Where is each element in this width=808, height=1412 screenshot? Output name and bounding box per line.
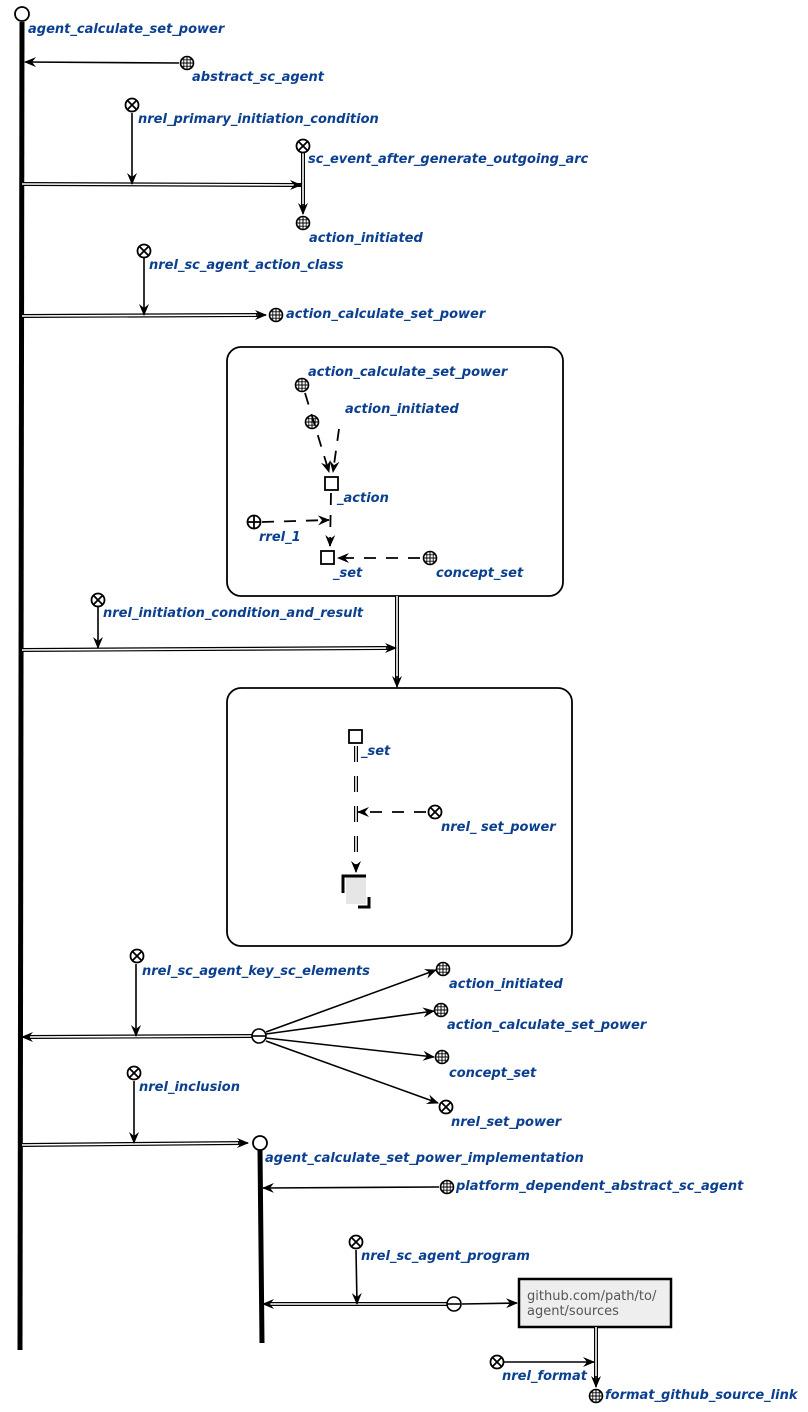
arc-program-link: [461, 1298, 518, 1309]
condition-result-rel-node[interactable]: [90, 592, 106, 608]
struct1-concept-set-node[interactable]: [422, 550, 438, 566]
struct1-set-var[interactable]: [320, 550, 335, 565]
arc-key-element-3: [265, 1037, 435, 1061]
arc-key-element-4: [265, 1040, 439, 1104]
arc-key-element-1: [265, 969, 437, 1033]
source-link-line-1: github.com/path/to/: [527, 1289, 657, 1304]
struct2-set-power-rel-label: nrel_ set_power: [441, 820, 557, 835]
agent-program-rel-node[interactable]: [348, 1234, 364, 1250]
arc-agent-program-rel: [351, 1249, 362, 1305]
primary-condition-rel-node[interactable]: [124, 97, 140, 113]
struct1-set-var-label: _set: [332, 566, 363, 581]
struct1-arc-action-set: [325, 492, 336, 547]
main-agent-bus: [17, 21, 25, 1351]
struct1-action-class-node[interactable]: [294, 377, 310, 393]
struct1-arc-initiated-action: [329, 428, 340, 473]
format-class-node[interactable]: [588, 1388, 604, 1404]
action-class-label: action_calculate_set_power: [286, 307, 487, 322]
key-elements-tuple[interactable]: [251, 1028, 267, 1044]
abstract-class-label: abstract_sc_agent: [192, 70, 325, 85]
key-element-3-label: concept_set: [449, 1066, 537, 1081]
platform-class-label: platform_dependent_abstract_sc_agent: [455, 1179, 744, 1194]
source-link-line-2: agent/sources: [527, 1304, 619, 1319]
inclusion-rel-node[interactable]: [126, 1065, 142, 1081]
platform-class-node[interactable]: [439, 1179, 455, 1195]
agent-program-rel-label: nrel_sc_agent_program: [361, 1249, 530, 1264]
struct1-arc-rrel: [261, 515, 330, 526]
result-structure[interactable]: [226, 687, 573, 947]
action-initiated-node[interactable]: [295, 215, 311, 231]
action-initiated-label: action_initiated: [309, 231, 423, 246]
key-elements-rel-node[interactable]: [129, 948, 145, 964]
action-class-rel-node[interactable]: [136, 243, 152, 259]
source-link-node[interactable]: [517, 1277, 673, 1329]
struct1-action-initiated-label: action_initiated: [345, 402, 459, 417]
struct1-action-var[interactable]: [324, 476, 339, 491]
struct1-arc-class-action: [304, 392, 331, 473]
action-class-node[interactable]: [268, 307, 284, 323]
key-elements-rel-label: nrel_sc_agent_key_sc_elements: [142, 964, 370, 979]
format-rel-node[interactable]: [489, 1354, 505, 1370]
struct2-set-var[interactable]: [348, 729, 363, 744]
implementation-bus: [257, 1149, 265, 1344]
arc-abstract: [24, 57, 180, 68]
primary-condition-rel-label: nrel_primary_initiation_condition: [138, 112, 379, 127]
implementation-node[interactable]: [252, 1135, 268, 1151]
inclusion-rel-label: nrel_inclusion: [139, 1080, 240, 1095]
implementation-label: agent_calculate_set_power_implementation: [265, 1151, 584, 1166]
arc-platform-class: [262, 1182, 440, 1193]
event-class-label: sc_event_after_generate_outgoing_arc: [308, 152, 589, 167]
struct2-power-var[interactable]: [346, 876, 366, 904]
main-agent-node[interactable]: [14, 6, 30, 22]
event-class-node[interactable]: [295, 138, 311, 154]
action-class-rel-label: nrel_sc_agent_action_class: [149, 258, 344, 273]
key-element-set-power-node[interactable]: [438, 1099, 454, 1115]
format-class-label: format_github_source_link: [605, 1388, 799, 1403]
struct2-set-power-rel-node[interactable]: [427, 804, 443, 820]
key-element-action-class-node[interactable]: [433, 1002, 449, 1018]
key-element-4-label: nrel_set_power: [451, 1115, 563, 1130]
struct2-set-var-label: _set: [360, 744, 391, 759]
struct1-action-class-label: action_calculate_set_power: [308, 365, 509, 380]
struct1-action-var-label: _action: [336, 491, 389, 506]
key-element-action-initiated-node[interactable]: [435, 961, 451, 977]
struct1-rrel-node[interactable]: [246, 514, 262, 530]
agent-program-tuple[interactable]: [446, 1296, 462, 1312]
key-element-concept-set-node[interactable]: [434, 1049, 450, 1065]
format-rel-label: nrel_format: [502, 1369, 588, 1384]
key-element-2-label: action_calculate_set_power: [447, 1018, 648, 1033]
arc-key-element-2: [265, 1007, 435, 1035]
struct1-concept-set-label: concept_set: [436, 566, 524, 581]
key-element-1-label: action_initiated: [449, 977, 563, 992]
condition-result-rel-label: nrel_initiation_condition_and_result: [103, 606, 364, 621]
abstract-class-node[interactable]: [179, 55, 195, 71]
struct1-rrel-label: rrel_1: [259, 530, 301, 545]
main-agent-label: agent_calculate_set_power: [28, 22, 226, 37]
